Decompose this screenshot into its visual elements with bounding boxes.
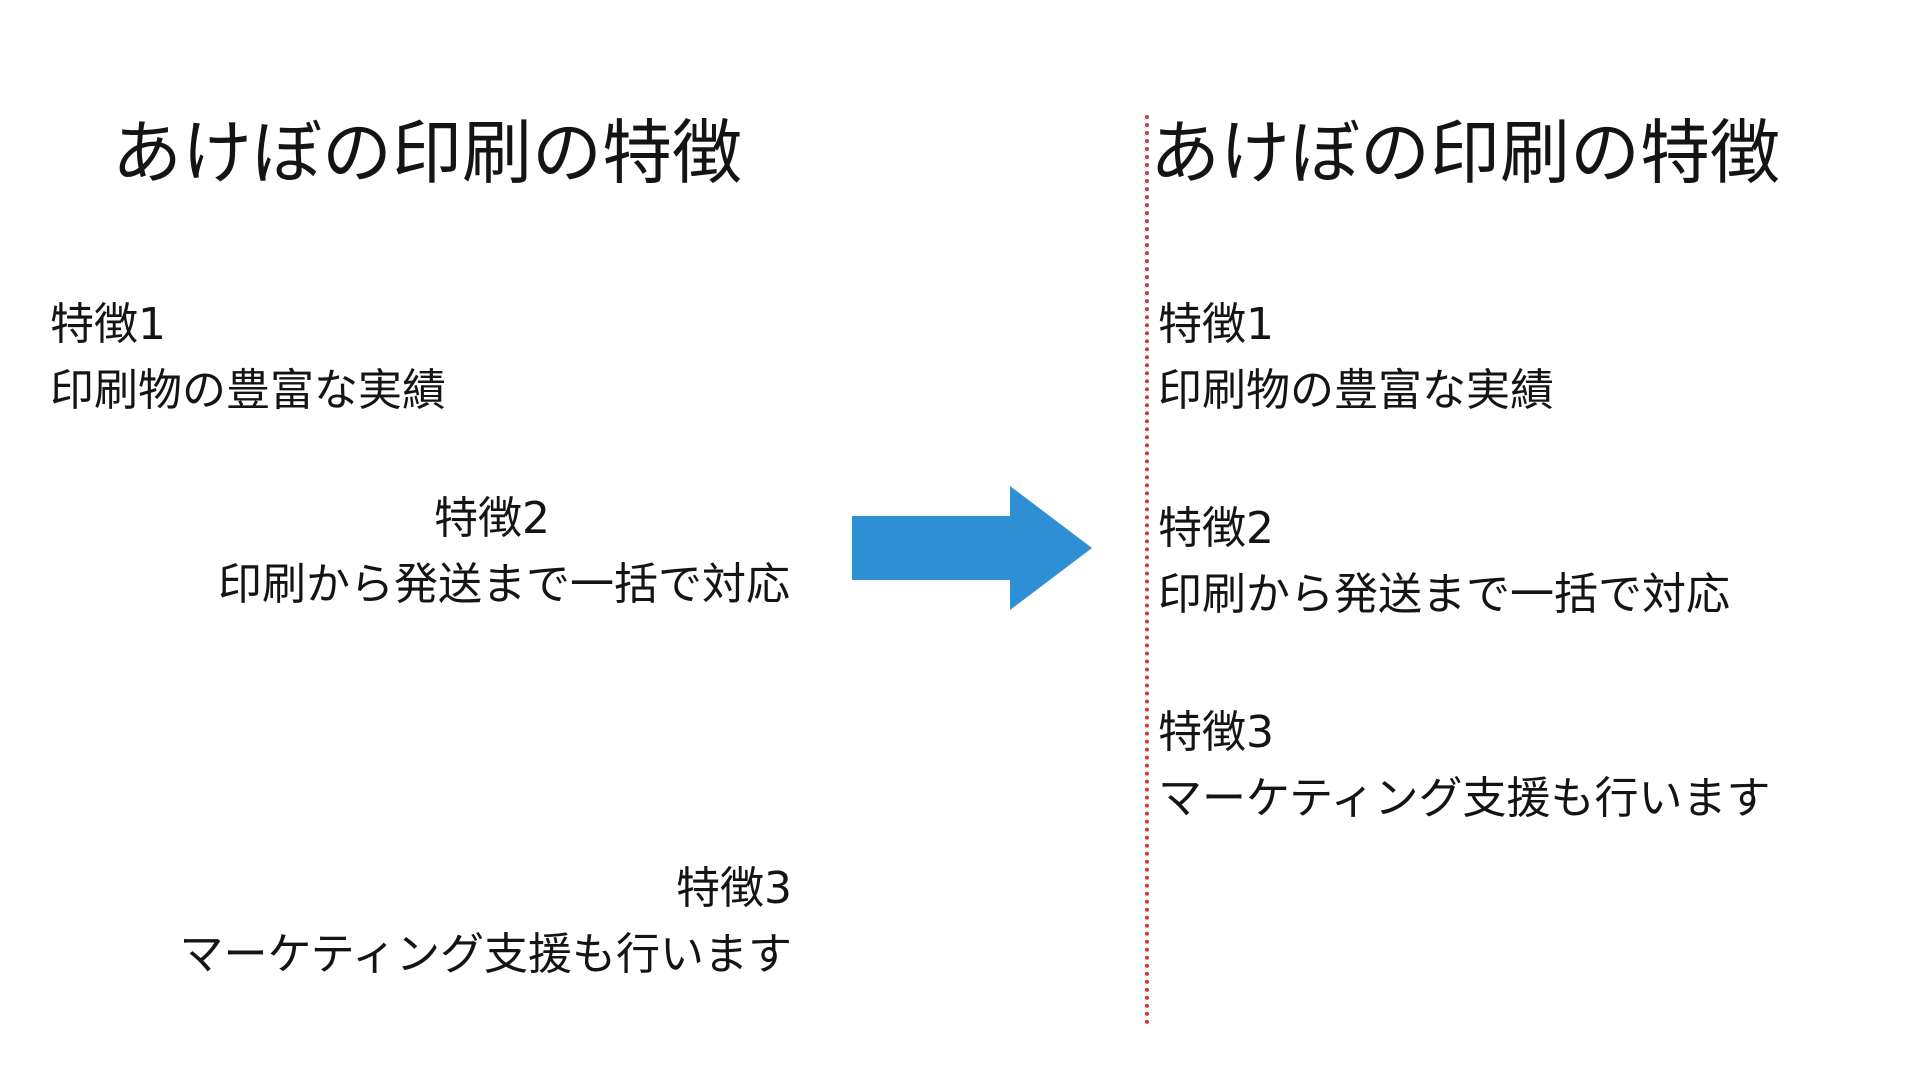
after-feature-3-heading: 特徴3 <box>1158 707 1274 758</box>
alignment-guide-line <box>1145 115 1149 1025</box>
after-feature-2-description: 印刷から発送まで一括で対応 <box>1158 569 1730 620</box>
after-feature-2-heading: 特徴2 <box>1158 503 1274 554</box>
after-feature-1-description: 印刷物の豊富な実績 <box>1158 365 1554 416</box>
right-arrow-icon <box>852 486 1092 610</box>
before-feature-2: 特徴2 印刷から発送まで一括で対応 <box>218 486 790 618</box>
after-feature-1: 特徴1 印刷物の豊富な実績 <box>1158 292 1554 424</box>
before-feature-1-heading: 特徴1 <box>50 299 166 350</box>
before-feature-1: 特徴1 印刷物の豊富な実績 <box>50 292 446 424</box>
before-title: あけぼの印刷の特徴 <box>112 112 742 194</box>
after-title: あけぼの印刷の特徴 <box>1150 112 1780 194</box>
before-feature-2-heading: 特徴2 <box>434 493 550 544</box>
before-feature-1-description: 印刷物の豊富な実績 <box>50 365 446 416</box>
after-feature-2: 特徴2 印刷から発送まで一括で対応 <box>1158 496 1730 628</box>
before-feature-3-heading: 特徴3 <box>676 863 792 914</box>
before-feature-2-description: 印刷から発送まで一括で対応 <box>218 559 790 610</box>
right-arrow-shape <box>852 486 1092 610</box>
before-feature-3-description: マーケティング支援も行います <box>179 929 792 980</box>
after-feature-1-heading: 特徴1 <box>1158 299 1274 350</box>
after-feature-3: 特徴3 マーケティング支援も行います <box>1158 700 1770 832</box>
before-feature-3: 特徴3 マーケティング支援も行います <box>180 856 792 988</box>
after-feature-3-description: マーケティング支援も行います <box>1158 773 1771 824</box>
